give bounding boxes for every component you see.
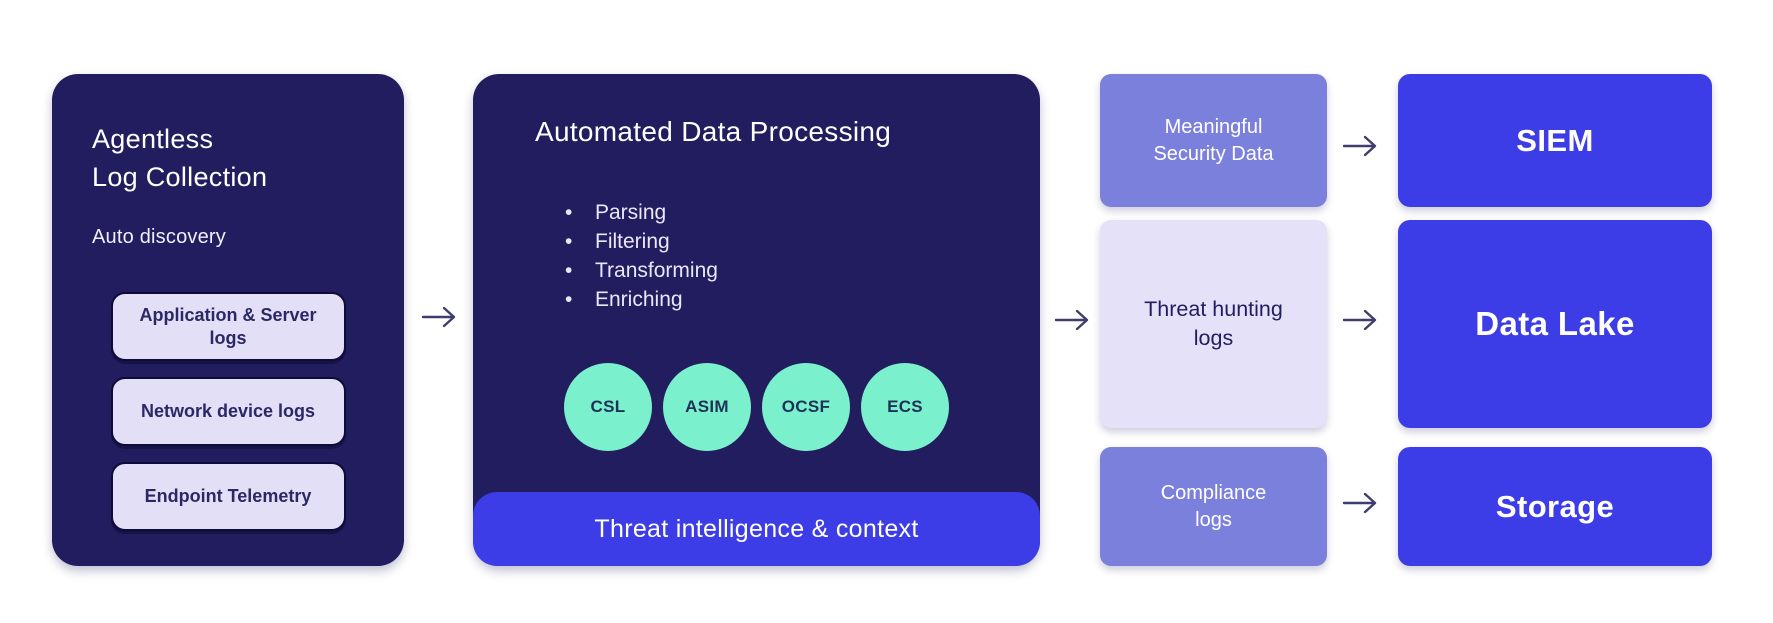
destination-box-storage: Storage [1398, 447, 1712, 566]
output-box-compliance-logs: Compliance logs [1100, 447, 1327, 566]
output-label-line2: Security Data [1153, 142, 1274, 165]
processing-title: Automated Data Processing [535, 116, 892, 147]
processing-step-list: Parsing Filtering Transforming Enriching [561, 198, 718, 314]
log-source-list: Application & Server logs Network device… [52, 292, 404, 531]
processing-step: Enriching [561, 285, 718, 314]
schema-label: ASIM [685, 397, 729, 416]
threat-intelligence-banner-label: Threat intelligence & context [594, 514, 919, 543]
auto-discovery-label: Auto discovery [92, 226, 226, 248]
automated-data-processing-panel: Automated Data Processing Parsing Filter… [473, 74, 1040, 566]
output-label-line1: Threat hunting [1144, 297, 1283, 321]
output-label: Compliance logs [1161, 480, 1267, 534]
destination-label: Data Lake [1475, 305, 1635, 342]
schema-label: OCSF [781, 397, 831, 416]
processing-step: Filtering [561, 227, 718, 256]
source-label: Application & Server logs [139, 304, 317, 348]
output-label-line1: Compliance [1160, 481, 1267, 504]
source-box-network-device-logs: Network device logs [110, 377, 346, 446]
output-label-line2: logs [1193, 326, 1234, 350]
source-label: Network device logs [140, 401, 316, 421]
schema-label: ECS [887, 397, 923, 416]
source-label: Endpoint Telemetry [144, 486, 312, 506]
destination-label: SIEM [1516, 122, 1594, 158]
source-box-endpoint-telemetry: Endpoint Telemetry [110, 462, 346, 531]
collection-title-line2: Log Collection [92, 162, 268, 192]
collection-title-line1: Agentless [92, 124, 214, 154]
arrow-right-icon [1341, 132, 1379, 160]
schema-circle-csl: CSL [564, 363, 652, 451]
output-label-line2: logs [1195, 508, 1232, 531]
schema-circle-row: CSL ASIM OCSF ECS [473, 363, 1040, 451]
destination-label: Storage [1495, 488, 1615, 524]
schema-circle-asim: ASIM [663, 363, 751, 451]
destination-box-data-lake: Data Lake [1398, 220, 1712, 428]
processing-step: Transforming [561, 256, 718, 285]
source-box-application-server-logs: Application & Server logs [110, 292, 346, 361]
schema-label: CSL [590, 397, 626, 416]
destination-box-siem: SIEM [1398, 74, 1712, 207]
schema-circle-ocsf: OCSF [762, 363, 850, 451]
processing-step: Parsing [561, 198, 718, 227]
output-label: Threat hunting logs [1144, 295, 1283, 353]
threat-intelligence-banner: Threat intelligence & context [473, 492, 1040, 566]
output-label-line1: Meaningful [1164, 115, 1263, 138]
schema-circle-ecs: ECS [861, 363, 949, 451]
arrow-right-icon [1341, 306, 1379, 334]
output-box-threat-hunting-logs: Threat hunting logs [1100, 220, 1327, 428]
arrow-right-icon [420, 303, 458, 331]
arrow-right-icon [1053, 306, 1091, 334]
arrow-right-icon [1341, 489, 1379, 517]
